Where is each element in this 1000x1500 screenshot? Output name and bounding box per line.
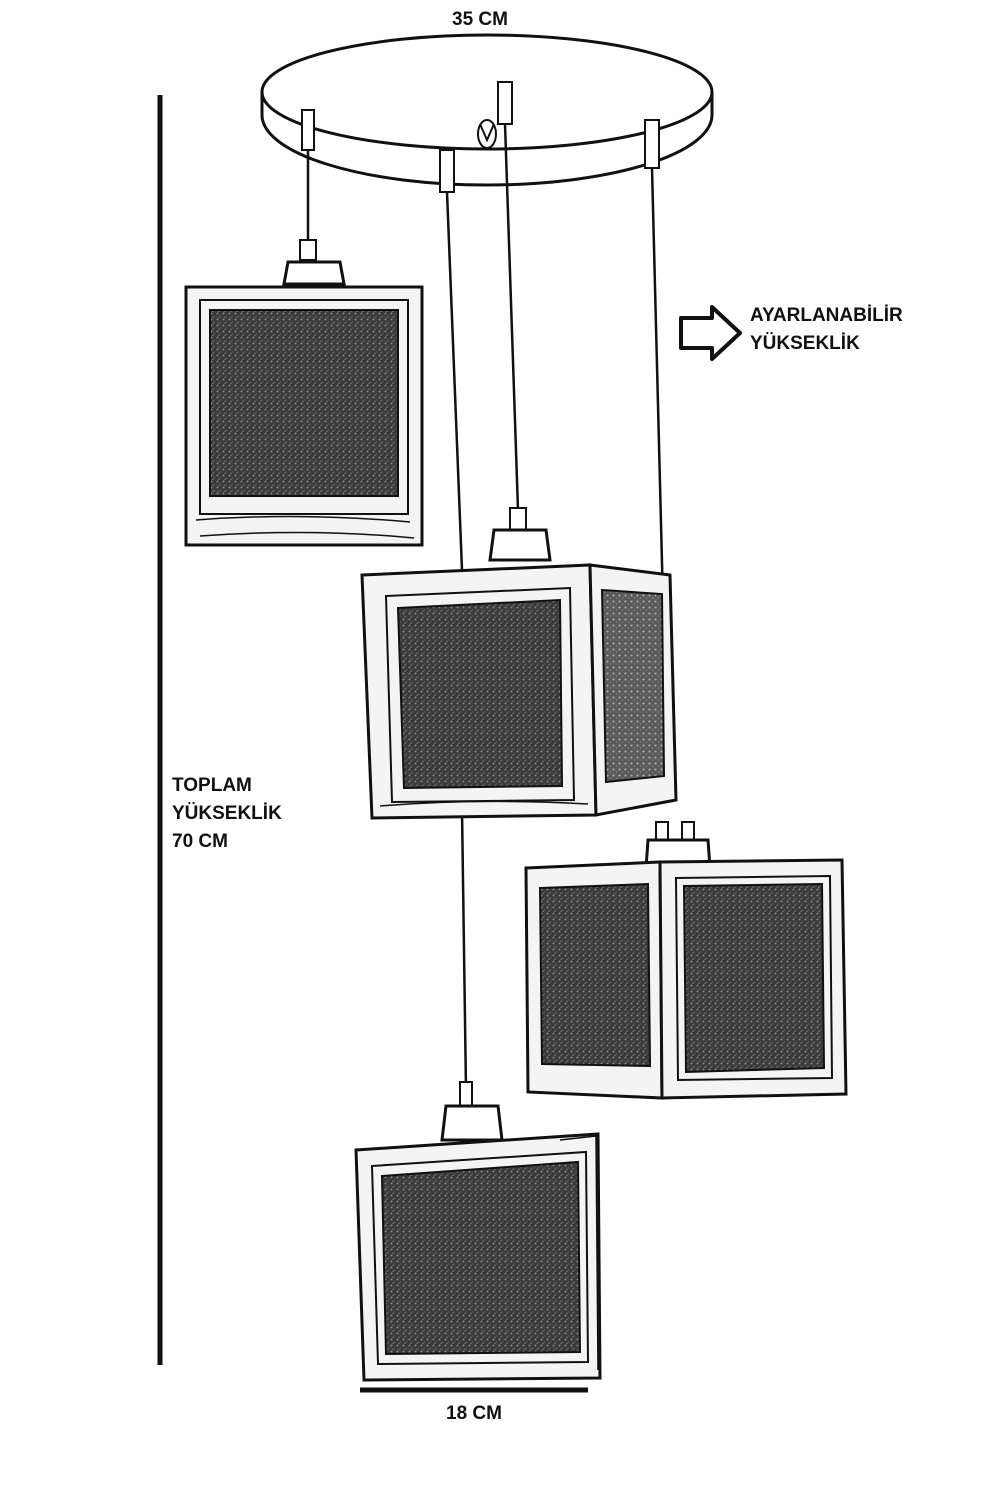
pendant-shade-2 xyxy=(360,507,678,820)
adjustable-height-label: AYARLANABİLİR YÜKSEKLİK xyxy=(750,302,903,358)
total-height-label: TOPLAM YÜKSEKLİK 70 CM xyxy=(172,772,282,856)
pendant-shade-3 xyxy=(524,821,848,1100)
adjustable-line-2: YÜKSEKLİK xyxy=(750,333,860,354)
ceiling-canopy xyxy=(260,33,714,187)
total-line-1: TOPLAM xyxy=(172,775,252,796)
adjustable-line-1: AYARLANABİLİR xyxy=(750,305,903,326)
shade-width-label: 18 CM xyxy=(446,1403,502,1424)
canopy-width-label: 35 CM xyxy=(452,9,508,30)
arrow-right-outline-icon xyxy=(679,305,742,361)
total-line-2: YÜKSEKLİK xyxy=(172,803,282,824)
total-line-3: 70 CM xyxy=(172,831,228,852)
pendant-shade-4 xyxy=(354,1081,602,1382)
pendant-shade-1 xyxy=(184,239,424,547)
